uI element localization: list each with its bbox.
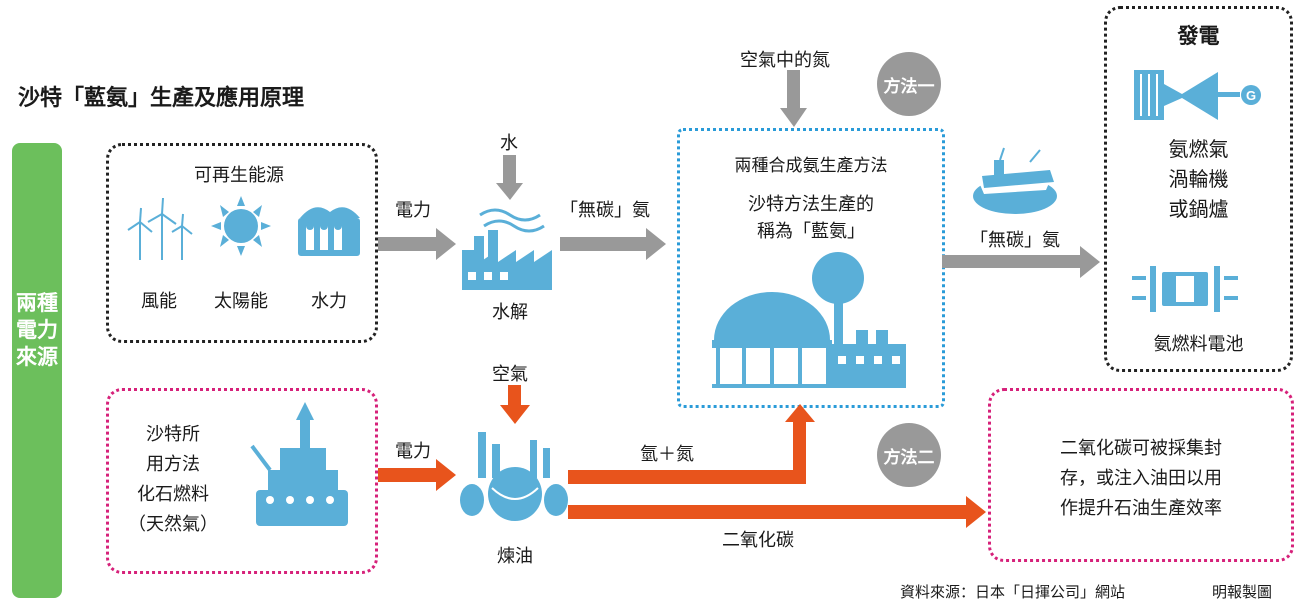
fossil-box xyxy=(106,388,378,574)
wind-label: 風能 xyxy=(141,291,177,312)
power-label-bottom: 電力 xyxy=(395,441,431,462)
wind-icon xyxy=(127,197,193,260)
solar-label: 太陽能 xyxy=(214,291,268,312)
co2-label: 二氧化碳 xyxy=(722,530,794,551)
gray-arrows xyxy=(378,70,1100,278)
air-label: 空氣 xyxy=(492,364,528,385)
water-label: 水 xyxy=(500,133,518,154)
svg-text:G: G xyxy=(1246,88,1256,103)
synthesis-heading: 兩種合成氨生產方法 xyxy=(734,156,888,176)
ammonia-plant-icon xyxy=(712,252,906,388)
renewable-box xyxy=(106,143,378,343)
power-label-top: 電力 xyxy=(395,200,431,221)
fuel-cell-label: 氨燃料電池 xyxy=(1153,334,1244,355)
oil-platform-icon xyxy=(250,402,348,526)
generation-box xyxy=(1104,6,1293,372)
method-one-badge: 方法一 xyxy=(877,52,941,116)
fossil-text: 沙特所 用方法 化石燃料 （天然氣） xyxy=(128,424,218,535)
ccs-text: 二氧化碳可被採集封 存，或注入油田以用 作提升石油生產效率 xyxy=(1060,438,1222,519)
ccs-box xyxy=(988,388,1294,562)
sidebar-bar xyxy=(12,143,62,598)
hydro-icon xyxy=(298,207,360,256)
generation-heading: 發電 xyxy=(1177,24,1220,48)
hydro-label: 水力 xyxy=(311,291,347,312)
hydrogen-nitrogen-label: 氫＋氮 xyxy=(640,444,694,465)
sun-icon xyxy=(211,196,271,256)
electrolysis-factory-icon xyxy=(462,208,552,290)
sidebar-label: 兩種電力來源 xyxy=(16,291,58,369)
refinery-icon xyxy=(460,432,568,521)
air-nitrogen-label: 空氣中的氮 xyxy=(740,50,830,71)
turbine-label: 氨燃氣 渦輪機 或鍋爐 xyxy=(1168,137,1229,221)
electrolysis-label: 水解 xyxy=(492,302,528,323)
synthesis-desc: 沙特方法生產的 稱為「藍氨」 xyxy=(748,194,874,242)
page-title: 沙特「藍氨」生產及應用原理 xyxy=(18,86,305,111)
renewable-heading: 可再生能源 xyxy=(194,165,284,186)
carbon-free-ammonia-out: 「無碳」氨 xyxy=(970,230,1060,251)
source-note: 資料來源：日本「日揮公司」網站 xyxy=(900,583,1126,601)
credit-note: 明報製圖 xyxy=(1212,583,1273,601)
orange-arrows xyxy=(378,385,986,528)
carbon-free-ammonia-in: 「無碳」氨 xyxy=(560,200,650,221)
turbine-icon: G xyxy=(1134,70,1261,120)
refining-label: 煉油 xyxy=(497,546,533,567)
method-two-badge: 方法二 xyxy=(877,423,941,487)
fuel-cell-icon xyxy=(1132,266,1238,312)
ship-icon xyxy=(973,147,1057,214)
